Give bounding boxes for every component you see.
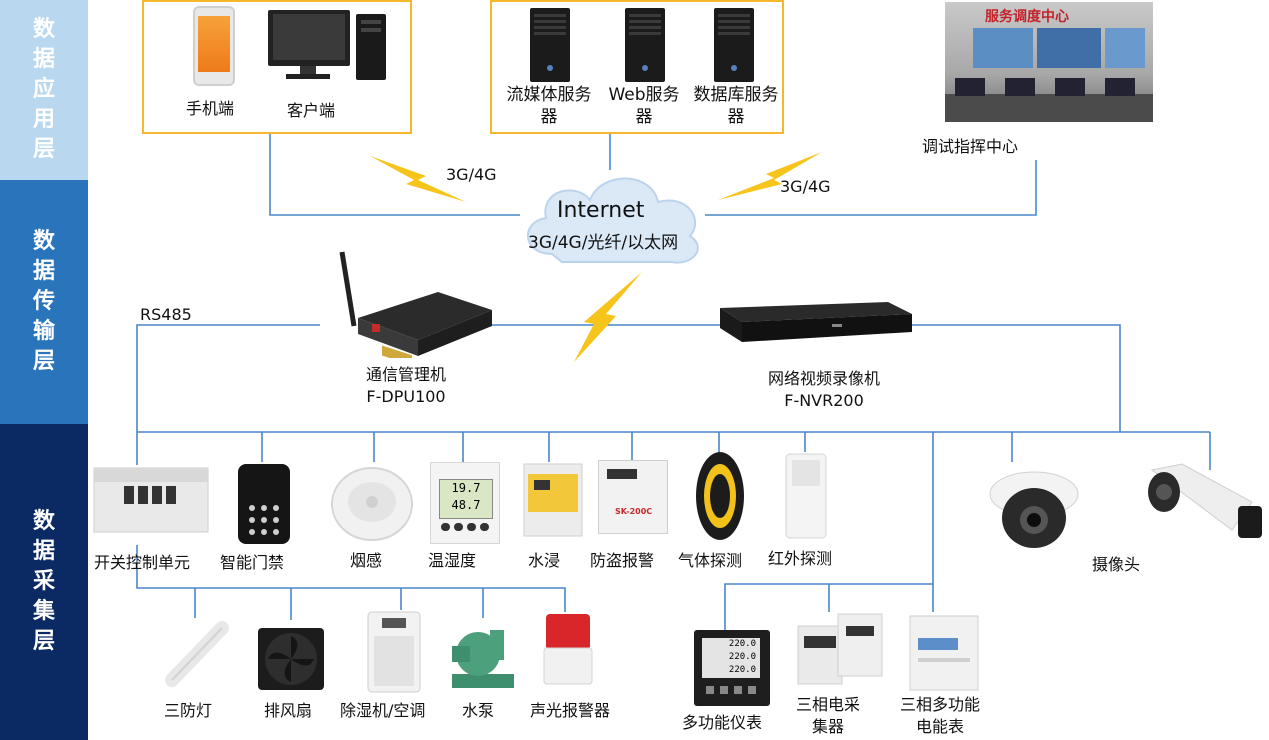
three-phase-energy-meter-icon [909, 615, 979, 691]
dome-camera-icon [989, 471, 1079, 548]
nvr-label: 网络视频录像机 F-NVR200 [768, 369, 881, 410]
lightning-left-icon [370, 156, 466, 202]
layer-collection: 数据采集层 [0, 424, 88, 740]
rs485-label: RS485 [140, 305, 192, 324]
camera-label: 摄像头 [1092, 555, 1141, 574]
control-center-label: 调试指挥中心 [922, 137, 1019, 156]
burglar-alarm-icon: SK-200C [598, 460, 668, 534]
control-center-sign: 服务调度中心 [985, 9, 1069, 25]
thermo-reading-temp: 19.7 [451, 481, 481, 495]
device-label-pump: 水泵 [462, 701, 495, 720]
switch-unit-icon [93, 467, 209, 533]
db-server-label: 数据库服务器 [693, 85, 779, 127]
device-label-fan: 排风扇 [264, 701, 313, 720]
access-control-icon [238, 464, 290, 544]
gas-detector-icon [696, 452, 744, 540]
control-center-photo: 服务调度中心 [945, 2, 1153, 122]
burglar-alarm-brand: SK-200C [615, 507, 653, 516]
water-pump-icon [452, 630, 514, 688]
link-left-label: 3G/4G [446, 165, 497, 184]
multifunction-meter-icon: 220.0 220.0 220.0 [694, 630, 770, 706]
internet-cloud-icon [527, 177, 699, 264]
device-label-water: 水浸 [528, 551, 561, 570]
dpu-label: 通信管理机 F-DPU100 [366, 365, 447, 406]
link-right-label: 3G/4G [780, 177, 831, 196]
infrared-detector-icon [785, 453, 827, 539]
exhaust-fan-icon [258, 628, 324, 690]
layer-application: 数据应用层 [0, 0, 88, 180]
database-server-icon [714, 8, 754, 82]
meter-label-multifunction: 多功能仪表 [682, 713, 763, 732]
desktop-pc-icon [268, 10, 386, 80]
lightning-right-icon [718, 152, 822, 200]
lightning-center-icon [574, 272, 642, 362]
thermo-hygrometer-icon: 19.7 48.7 [430, 462, 500, 544]
meter-reading-3: 220.0 [728, 665, 756, 675]
nvr-device-icon [720, 302, 912, 342]
dehumidifier-icon [367, 611, 421, 693]
meter-reading-2: 220.0 [728, 652, 756, 662]
web-server-icon [625, 8, 665, 82]
streaming-server-icon [530, 8, 570, 82]
device-label-thermo: 温湿度 [428, 551, 477, 570]
layer-transport: 数据传输层 [0, 180, 88, 424]
device-label-light: 三防灯 [164, 701, 213, 720]
mobile-label: 手机端 [186, 99, 235, 118]
dpu-device-icon [339, 251, 492, 358]
client-label: 客户端 [287, 101, 336, 120]
device-label-access: 智能门禁 [220, 553, 285, 572]
strobe-siren-icon [543, 614, 593, 685]
server-group-box [490, 0, 784, 134]
cloud-title: Internet [557, 198, 645, 223]
bullet-camera-icon [1148, 463, 1262, 538]
thermo-reading-humidity: 48.7 [451, 498, 481, 512]
device-label-gas: 气体探测 [678, 551, 743, 570]
device-label-switch: 开关控制单元 [94, 553, 191, 572]
meter-label-collector: 三相电采集器 [796, 695, 861, 736]
three-phase-collector-icon [797, 613, 883, 685]
web-server-label: Web服务器 [608, 85, 680, 127]
client-group-box [142, 0, 412, 134]
device-label-smoke: 烟感 [350, 551, 383, 570]
device-label-burglar: 防盗报警 [590, 551, 655, 570]
device-label-siren: 声光报警器 [530, 701, 611, 720]
meter-reading-1: 220.0 [728, 639, 756, 649]
cloud-subtitle: 3G/4G/光纤/以太网 [528, 233, 679, 253]
streaming-server-label: 流媒体服务器 [506, 85, 592, 127]
tri-proof-light-icon [165, 621, 229, 687]
meter-label-energy: 三相多功能电能表 [899, 695, 980, 736]
smoke-detector-icon [331, 467, 413, 541]
device-label-infrared: 红外探测 [768, 549, 833, 568]
device-label-dehumidifier: 除湿机/空调 [340, 701, 426, 720]
water-sensor-icon [523, 463, 583, 537]
mobile-phone-icon [193, 6, 235, 86]
